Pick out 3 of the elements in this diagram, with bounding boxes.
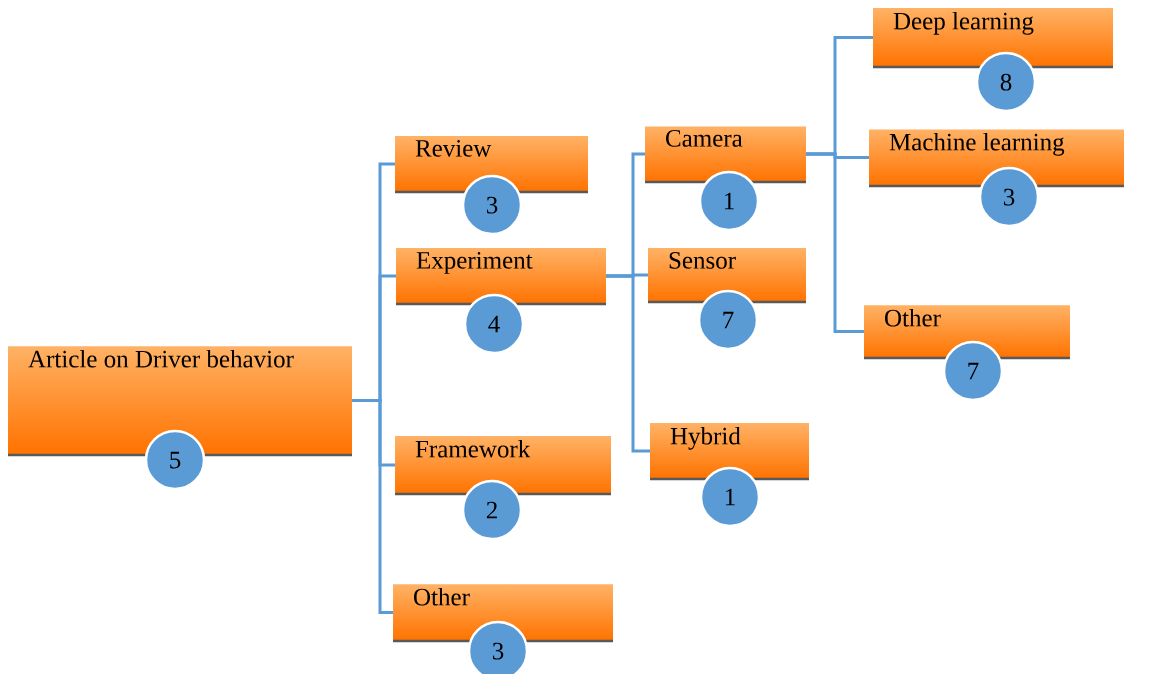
connector-line [352,399,393,614]
connector-line [806,152,864,333]
connector-line [606,274,650,453]
